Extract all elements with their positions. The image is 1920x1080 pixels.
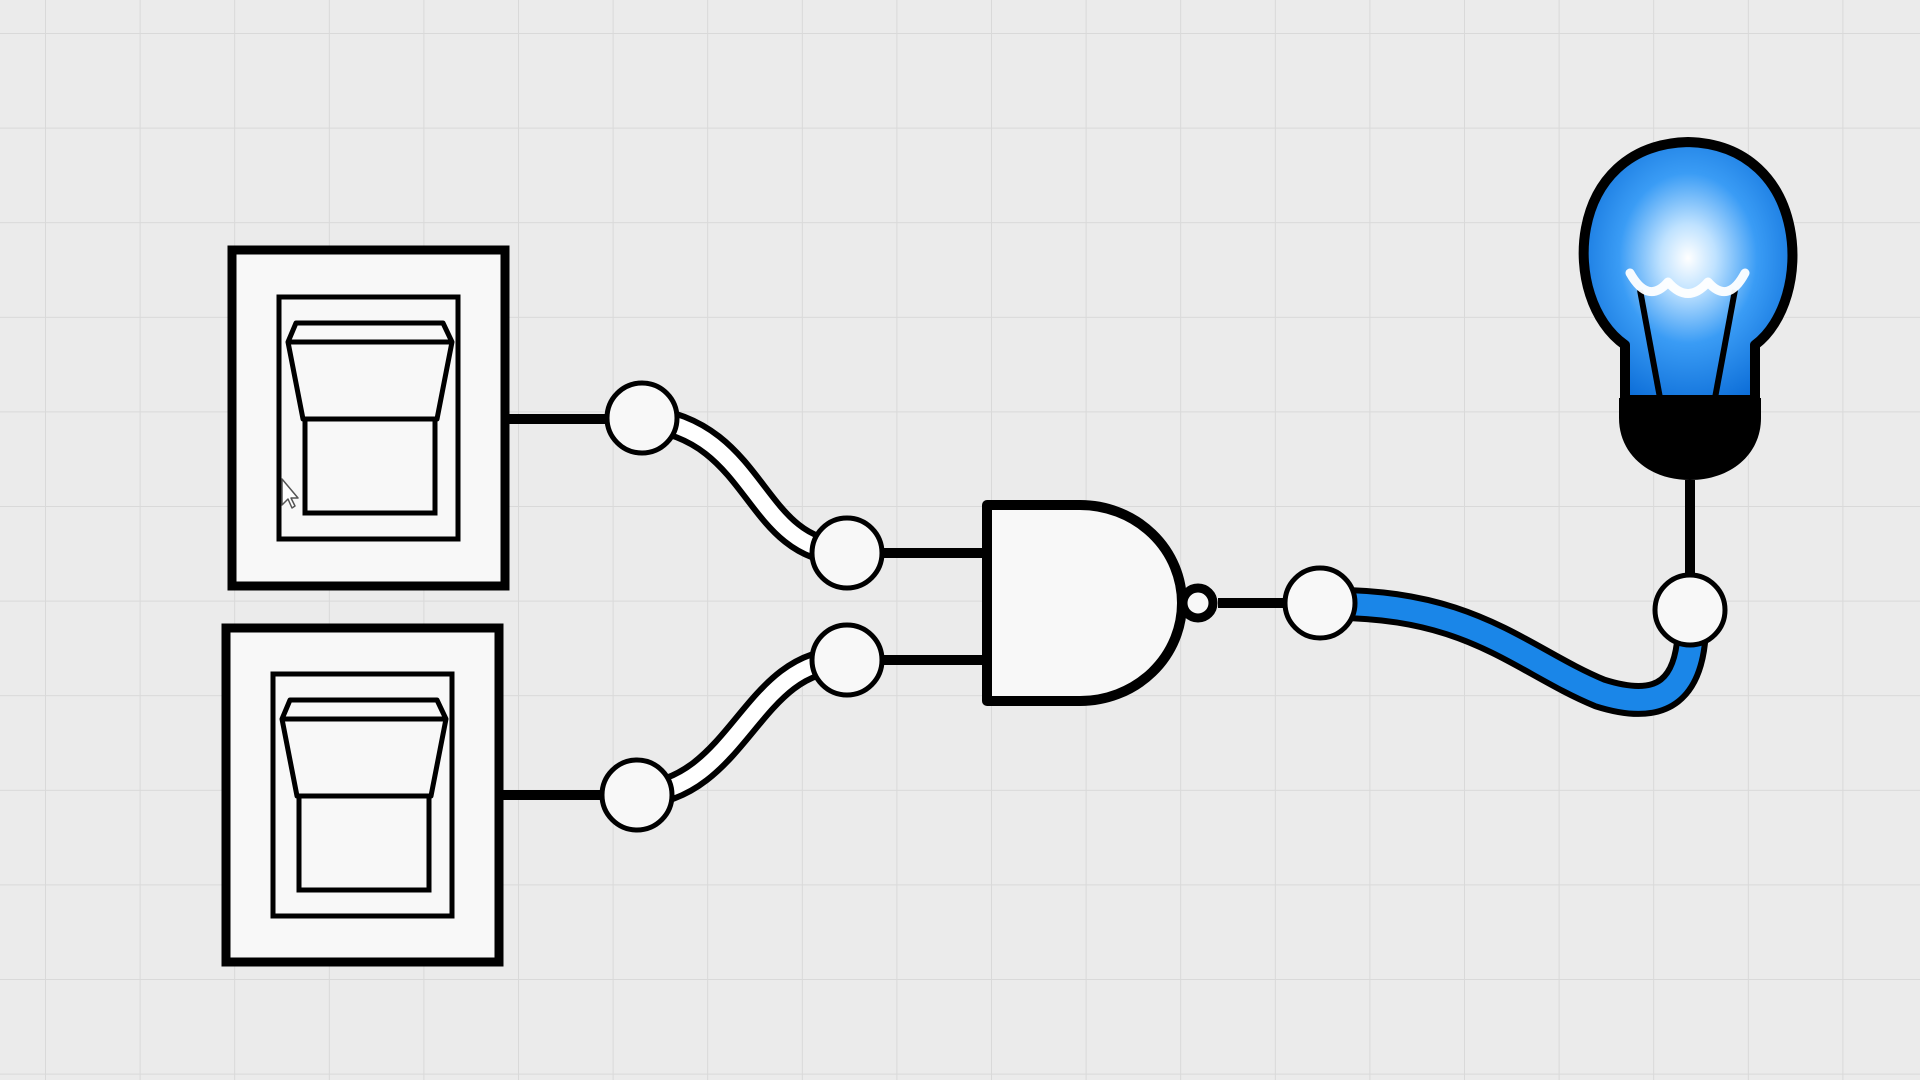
bulb-input-node[interactable] [1652, 572, 1728, 648]
switch-a-rocker[interactable] [285, 320, 455, 516]
bulb-base [1619, 398, 1761, 480]
nand-gate-inversion-bubble [1178, 583, 1218, 623]
gate-input-a-node[interactable] [809, 515, 885, 591]
gate-input-b-node[interactable] [809, 622, 885, 698]
switch-a[interactable] [227, 245, 510, 591]
bulb-glass [1578, 137, 1798, 405]
switch-b[interactable] [221, 623, 504, 967]
switch-b-output-node[interactable] [599, 757, 675, 833]
switch-a-output-node[interactable] [604, 380, 680, 456]
gate-output-node[interactable] [1282, 565, 1358, 641]
switch-b-rocker[interactable] [279, 697, 449, 893]
nand-gate[interactable] [982, 500, 1218, 706]
nand-gate-body [982, 500, 1187, 706]
light-bulb-icon[interactable] [1578, 137, 1798, 480]
bulb-filament [1625, 268, 1750, 399]
arrow-cursor-icon [281, 478, 299, 509]
